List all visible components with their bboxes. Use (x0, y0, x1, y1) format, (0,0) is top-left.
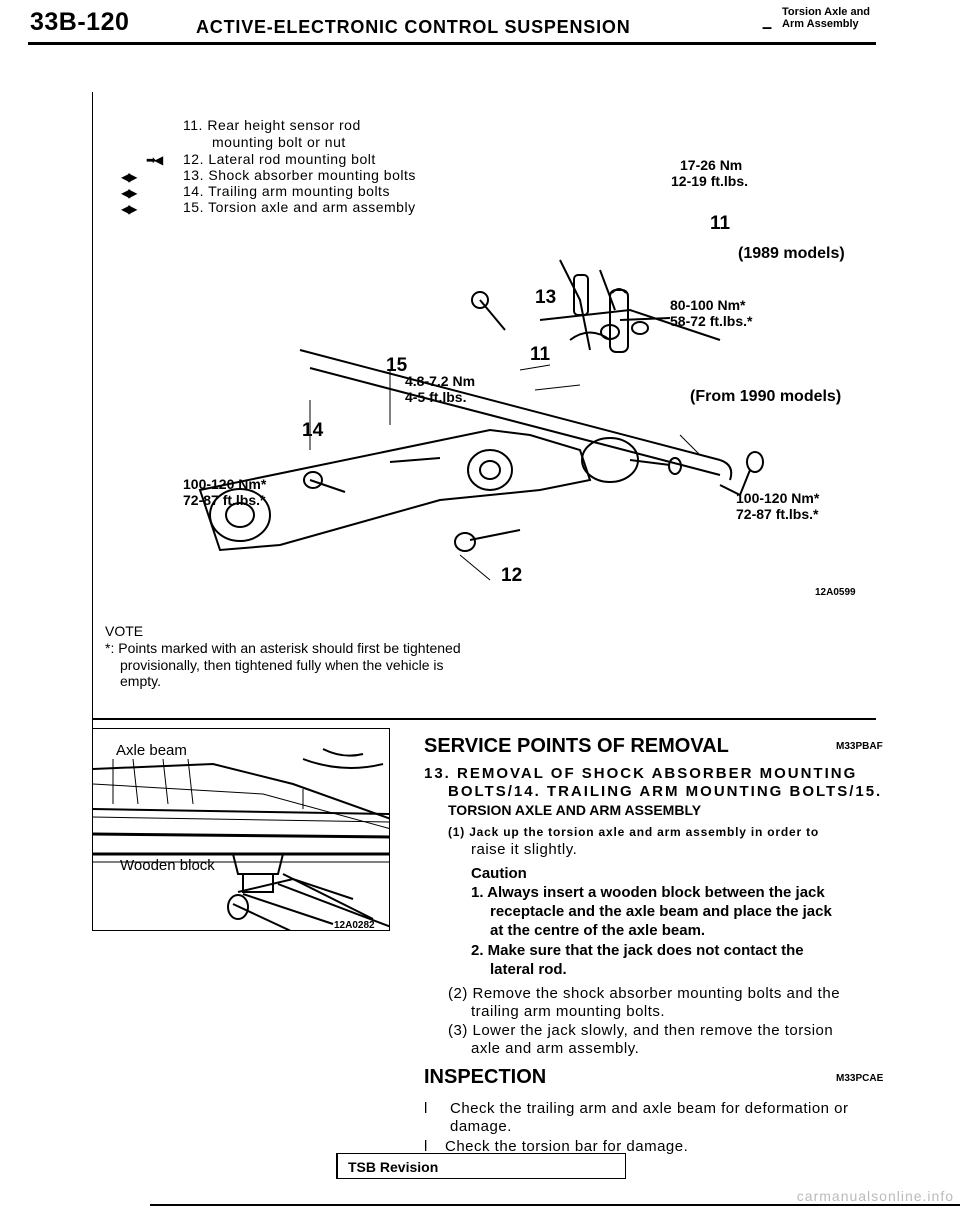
axle-beam-drawing (93, 748, 389, 930)
caution-title: Caution (471, 865, 527, 882)
page-number: 33B-120 (30, 8, 130, 36)
substep-3-line2: axle and arm assembly. (471, 1040, 640, 1057)
bullet-icon: l (424, 1100, 428, 1117)
callout-11-1989: 11 (710, 213, 731, 234)
legend-text: Lateral rod mounting bolt (208, 151, 376, 167)
caution-2-line2: lateral rod. (490, 961, 567, 978)
section-divider (92, 718, 876, 720)
step-13-line1: 13. REMOVAL OF SHOCK ABSORBER MOUNTING (424, 765, 858, 782)
callout-11-1990: 11 (530, 344, 551, 365)
substep-2-line2: trailing arm mounting bolts. (471, 1003, 666, 1020)
service-code: M33PBAF (836, 741, 883, 752)
inspection-heading: INSPECTION (424, 1066, 547, 1088)
legend-text: Rear height sensor rod (207, 117, 361, 133)
caution-1-line1: 1. Always insert a wooden block between … (471, 884, 825, 901)
legend-text: Trailing arm mounting bolts (208, 183, 390, 199)
substep-2-line1: (2) Remove the shock absorber mounting b… (448, 985, 841, 1002)
inspection-code: M33PCAE (836, 1073, 884, 1084)
torque-left-ftlbs: 72-87 ft.lbs.* (183, 492, 266, 508)
step-13-line3: TORSION AXLE AND ARM ASSEMBLY (448, 802, 702, 818)
substep-3-line1: (3) Lower the jack slowly, and then remo… (448, 1022, 834, 1039)
callout-14: 14 (302, 420, 324, 441)
torque-shock-nm: 80-100 Nm* (670, 297, 746, 313)
legend-item-11-cont: mounting bolt or nut (212, 134, 346, 150)
legend-number: 15. (183, 199, 204, 215)
legend-item-11: 11. Rear height sensor rod (183, 117, 361, 134)
torque-sensor-ftlbs: 4-5 ft.lbs. (405, 389, 467, 405)
caution-2-line1: 2. Make sure that the jack does not cont… (471, 942, 804, 959)
removal-symbol-icon: ◀▶ (121, 186, 138, 200)
torque-sensor-nm: 4.8-7.2 Nm (405, 373, 476, 389)
callout-13: 13 (535, 287, 557, 308)
axle-beam-label: Axle beam (116, 742, 187, 759)
removal-symbol-icon: ◀▶ (121, 170, 138, 184)
legend-text: Torsion axle and arm assembly (208, 199, 416, 215)
watermark: carmanualsonline.info (796, 1188, 954, 1204)
left-margin-rule (92, 92, 93, 720)
legend-text: Shock absorber mounting bolts (208, 167, 416, 183)
legend-number: 11. (183, 117, 203, 133)
model-1990-label: (From 1990 models) (690, 388, 842, 405)
legend-item-12: 12. Lateral rod mounting bolt (183, 151, 376, 168)
callout-12: 12 (501, 565, 523, 586)
section-subtitle-line1: Torsion Axle and (782, 6, 871, 18)
caution-1-line2: receptacle and the axle beam and place t… (490, 903, 832, 920)
inspection-item-2: Check the torsion bar for damage. (445, 1138, 689, 1155)
note-line-1: *: Points marked with an asterisk should… (105, 640, 461, 656)
torque-top-ftlbs: 12-19 ft.lbs. (671, 173, 749, 189)
torque-right-nm: 100-120 Nm* (736, 490, 820, 506)
removal-symbol-icon: ◀▶ (121, 202, 138, 216)
note-line-3: empty. (120, 673, 161, 689)
bullet-icon: l (424, 1138, 428, 1155)
figure2-code: 12A0282 (334, 920, 375, 931)
note-line-2: provisionally, then tightened fully when… (120, 657, 444, 673)
model-1989-label: (1989 models) (738, 245, 845, 262)
torque-right-ftlbs: 72-87 ft.lbs.* (736, 506, 819, 522)
service-points-heading: SERVICE POINTS OF REMOVAL (424, 735, 729, 757)
tsb-revision-box: TSB Revision (336, 1153, 626, 1179)
legend-number: 12. (183, 151, 204, 167)
footer-rule (150, 1204, 960, 1206)
substep-1-line2: raise it slightly. (471, 841, 578, 858)
substep-1-line1: (1) Jack up the torsion axle and arm ass… (448, 825, 820, 839)
legend-item-14: 14. Trailing arm mounting bolts (183, 183, 390, 200)
wooden-block-label: Wooden block (120, 857, 215, 874)
legend-item-13: 13. Shock absorber mounting bolts (183, 167, 416, 184)
caution-1-line3: at the centre of the axle beam. (490, 922, 706, 939)
legend-number: 14. (183, 183, 204, 199)
inspection-item-1-line2: damage. (450, 1118, 512, 1135)
section-subtitle-line2: Arm Assembly (782, 18, 859, 30)
page-title: ACTIVE-ELECTRONIC CONTROL SUSPENSION (196, 17, 631, 37)
figure-code: 12A0599 (815, 587, 856, 598)
inspection-item-1-line1: Check the trailing arm and axle beam for… (450, 1100, 849, 1117)
title-dash: – (762, 17, 773, 37)
step-13-line2: BOLTS/14. TRAILING ARM MOUNTING BOLTS/15… (448, 783, 883, 800)
torque-left-nm: 100-120 Nm* (183, 476, 267, 492)
legend-item-15: 15. Torsion axle and arm assembly (183, 199, 416, 216)
legend-number: 13. (183, 167, 204, 183)
tighten-symbol-icon: ➡◀ (146, 153, 163, 167)
suspension-exploded-diagram (198, 259, 764, 581)
torque-shock-ftlbs: 58-72 ft.lbs.* (670, 313, 753, 329)
header-rule (28, 42, 876, 45)
callout-15: 15 (386, 355, 408, 376)
note-heading: VOTE (105, 623, 144, 639)
jack-placement-figure (92, 728, 390, 931)
torque-top-nm: 17-26 Nm (680, 157, 743, 173)
